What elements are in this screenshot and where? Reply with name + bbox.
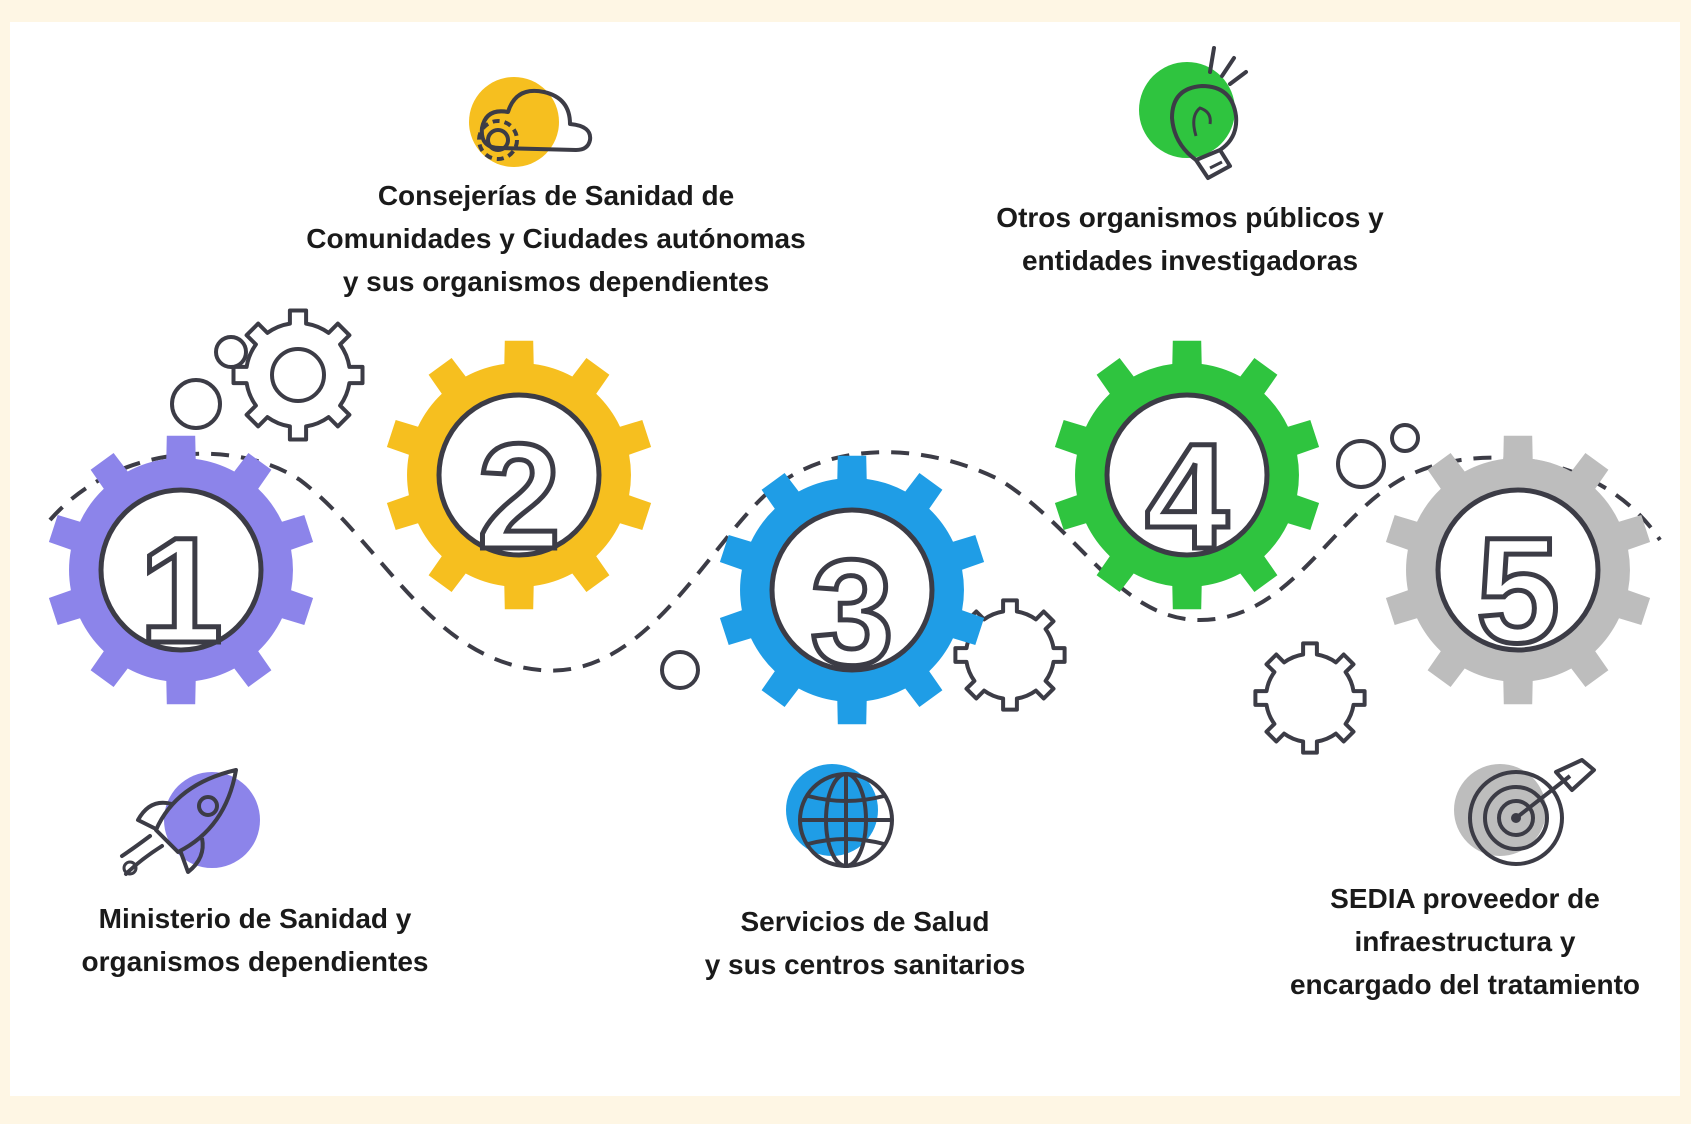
gear-5 — [1385, 435, 1651, 705]
gear-center-2 — [436, 392, 602, 558]
step-label-1-line-2: organismos dependientes — [81, 946, 429, 977]
numbered-gears — [48, 340, 1651, 725]
deco-gear-right — [1253, 641, 1367, 755]
deco-circle-4 — [1336, 439, 1386, 489]
step-label-5-line-3: encargado del tratamiento — [1289, 969, 1641, 1000]
globe-icon — [786, 764, 894, 868]
gear-center-4 — [1104, 392, 1270, 558]
deco-circle-5 — [1390, 423, 1420, 453]
deco-gear-top-left-hole — [270, 347, 326, 403]
step-label-4: Otros organismos públicos y entidades in… — [965, 196, 1415, 282]
step-label-2: Consejerías de Sanidad de Comunidades y … — [266, 174, 846, 303]
gear-center-3 — [769, 507, 935, 673]
step-label-3-line-1: Servicios de Salud — [740, 906, 990, 937]
deco-gear-top-left — [231, 308, 365, 442]
lightbulb-icon — [1139, 46, 1248, 180]
step-label-4-line-1: Otros organismos públicos y — [996, 202, 1384, 233]
step-label-4-line-2: entidades investigadoras — [1021, 245, 1359, 276]
deco-circle-2 — [214, 335, 248, 369]
step-numbers: 1 2 3 4 5 — [137, 410, 1562, 699]
target-icon — [1454, 758, 1596, 866]
deco-circle-3 — [660, 650, 700, 690]
step-label-2-line-1: Consejerías de Sanidad de — [377, 180, 735, 211]
rocket-icon — [120, 768, 260, 876]
deco-circle-1 — [170, 378, 222, 430]
step-label-2-line-2: Comunidades y Ciudades autónomas — [306, 223, 806, 254]
gear-1 — [48, 435, 314, 705]
step-icons — [120, 46, 1596, 876]
gear-2 — [386, 340, 652, 610]
step-label-3-line-2: y sus centros sanitarios — [704, 949, 1026, 980]
step-number-5: 5 — [1476, 506, 1559, 674]
step-number-3: 3 — [810, 528, 893, 696]
cloud-gear-icon — [469, 77, 593, 167]
step-label-5-line-2: infraestructura y — [1354, 926, 1576, 957]
step-label-1-line-1: Ministerio de Sanidad y — [98, 903, 412, 934]
step-label-2-line-3: y sus organismos dependientes — [342, 266, 770, 297]
step-number-4: 4 — [1145, 412, 1228, 580]
step-number-1: 1 — [139, 506, 222, 674]
gear-center-1 — [98, 487, 264, 653]
step-label-5-line-1: SEDIA proveedor de — [1330, 883, 1600, 914]
dashed-path — [48, 450, 1662, 673]
gear-center-5 — [1435, 487, 1601, 653]
step-label-3: Servicios de Salud y sus centros sanitar… — [665, 900, 1065, 986]
gear-3 — [719, 455, 985, 725]
step-label-1: Ministerio de Sanidad y organismos depen… — [40, 897, 470, 983]
gear-4 — [1054, 340, 1320, 610]
decorative-elements — [170, 308, 1420, 755]
step-number-2: 2 — [477, 412, 560, 580]
step-label-5: SEDIA proveedor de infraestructura y enc… — [1255, 877, 1675, 1006]
